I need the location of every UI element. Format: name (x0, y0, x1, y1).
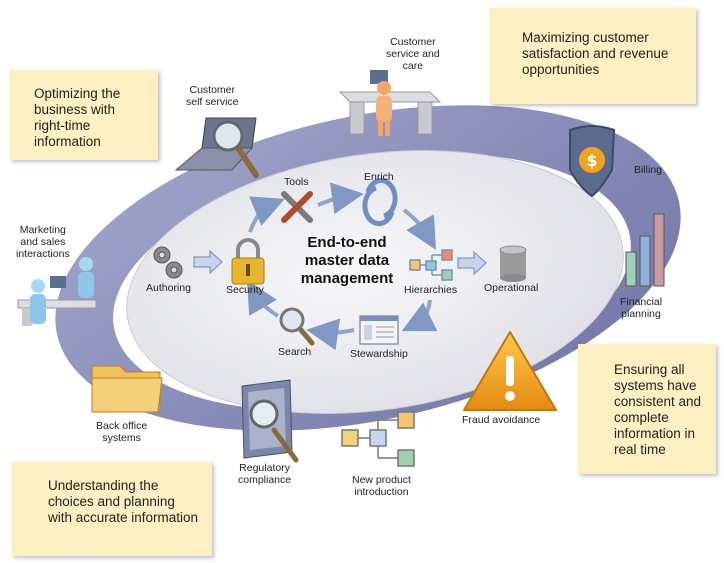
diagram-title: End-to-end master data management (280, 234, 414, 288)
label-security: Security (226, 284, 264, 296)
label-line: systems (102, 432, 141, 444)
label-customer-service: Customer service and care (386, 36, 440, 72)
customer-service-desk-icon (338, 70, 442, 136)
financial-bar-chart-icon (625, 213, 665, 287)
label-regulatory: Regulatory compliance (238, 462, 291, 486)
stewardship-window-icon (359, 315, 399, 345)
note-understanding-choices: Understanding the choices and planning w… (12, 462, 212, 556)
label-line: self service (186, 96, 239, 108)
label-line: planning (621, 308, 661, 320)
label-marketing: Marketing and sales interactions (16, 224, 70, 260)
database-icon (499, 245, 527, 282)
note-text: Maximizing customer satisfaction and rev… (522, 30, 669, 77)
label-fraud-avoidance: Fraud avoidance (462, 414, 541, 426)
label-stewardship: Stewardship (350, 348, 408, 360)
hierarchy-icon (409, 249, 453, 281)
note-maximizing-satisfaction: Maximizing customer satisfaction and rev… (490, 8, 696, 104)
flow-arrows (246, 182, 438, 351)
note-text: Ensuring all systems have consistent and… (614, 362, 702, 457)
label-line: care (402, 60, 424, 72)
fraud-warning-icon (463, 331, 557, 411)
label-line: Customer (189, 84, 236, 96)
note-ensuring-systems: Ensuring all systems have consistent and… (578, 344, 716, 474)
marketing-people-icon (17, 257, 97, 326)
label-line: Regulatory (239, 462, 290, 474)
svg-text:$: $ (586, 151, 597, 170)
note-text: Optimizing the business with right-time … (34, 86, 121, 149)
title-line-3: management (300, 270, 394, 287)
label-line: Back office (96, 420, 148, 432)
tools-icon (281, 191, 313, 223)
label-line: Customer (390, 36, 436, 48)
search-magnifier-icon (279, 307, 315, 346)
label-new-product: New product introduction (352, 474, 411, 498)
label-line: Financial (620, 296, 663, 308)
label-customer-self-service: Customer self service (186, 84, 239, 108)
new-product-hierarchy-icon (341, 411, 415, 467)
note-text: Understanding the choices and planning w… (48, 478, 199, 525)
title-line-1: End-to-end (307, 234, 387, 251)
enrich-cycle-icon (362, 177, 398, 227)
billing-shield-icon: $ (569, 125, 616, 198)
label-enrich: Enrich (364, 171, 394, 183)
label-search: Search (278, 346, 312, 358)
label-line: introduction (354, 486, 409, 498)
label-financial-planning: Financial planning (620, 296, 662, 320)
label-line: and sales (20, 236, 66, 248)
label-line: New product (352, 474, 411, 486)
label-line: compliance (238, 474, 292, 486)
note-optimizing-business: Optimizing the business with right-time … (10, 70, 158, 160)
regulatory-book-icon (241, 379, 299, 463)
block-arrows (193, 249, 487, 276)
laptop-self-service-icon (174, 117, 259, 178)
padlock-icon (231, 238, 265, 285)
label-line: interactions (16, 248, 70, 260)
label-back-office: Back office systems (96, 420, 147, 444)
label-hierarchies: Hierarchies (404, 284, 458, 296)
gears-icon (153, 246, 183, 279)
title-line-2: master data (304, 252, 390, 269)
label-tools: Tools (284, 176, 309, 188)
label-line: service and (386, 48, 440, 60)
label-authoring: Authoring (146, 282, 191, 294)
back-office-folder-icon (91, 365, 163, 413)
label-operational: Operational (484, 282, 539, 294)
label-billing: Billing (634, 164, 663, 176)
label-line: Marketing (19, 224, 66, 236)
